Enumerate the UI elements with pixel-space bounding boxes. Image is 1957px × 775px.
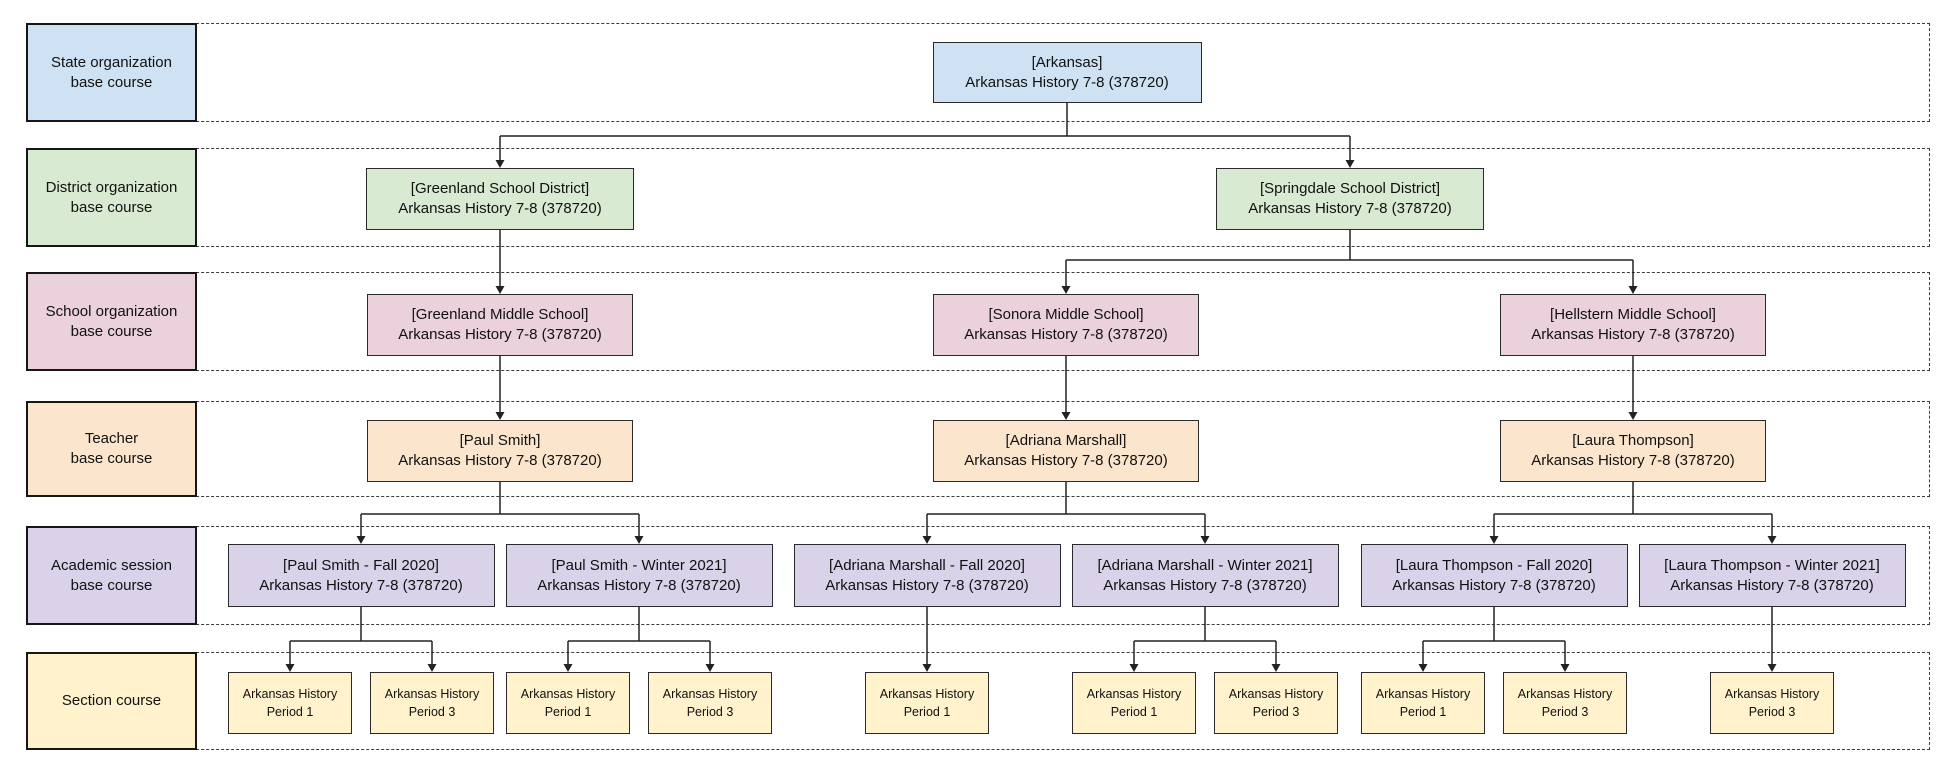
node-ps-winter: [Paul Smith - Winter 2021] Arkansas Histo…	[505, 544, 773, 607]
node-title: [Paul Smith - Winter 2021]	[551, 556, 727, 574]
legend-state: State organization base course	[26, 23, 197, 122]
node-title: [Paul Smith]	[459, 432, 541, 449]
legend-school: School organization base course	[26, 272, 197, 371]
node-subtitle: Arkansas History 7-8 (378720)	[1103, 576, 1307, 594]
node-title: Arkansas History	[879, 687, 975, 701]
node-hellstern-ms: [Hellstern Middle School] Arkansas Histor…	[1500, 294, 1766, 356]
node-subtitle: Arkansas History 7-8 (378720)	[1531, 326, 1735, 343]
node-title: Arkansas History	[1086, 687, 1182, 701]
legend-district: District organization base course	[26, 148, 197, 247]
node-subtitle: Arkansas History 7-8 (378720)	[825, 576, 1029, 594]
node-subtitle: Period 3	[686, 705, 734, 719]
node-subtitle: Period 1	[266, 705, 314, 719]
node-greenland-district: [Greenland School District] Arkansas Hist…	[366, 168, 634, 230]
node-subtitle: Arkansas History 7-8 (378720)	[398, 452, 602, 469]
row-band-district	[26, 148, 1930, 247]
node-adriana-marshall: [Adriana Marshall] Arkansas History 7-8 (…	[933, 420, 1199, 482]
node-paul-smith: [Paul Smith] Arkansas History 7-8 (378720…	[367, 420, 633, 482]
node-title: Arkansas History	[1724, 687, 1820, 701]
node-title: [Laura Thompson - Winter 2021]	[1664, 556, 1880, 574]
node-title: Arkansas History	[242, 687, 338, 701]
node-title: Arkansas History	[384, 687, 480, 701]
node-title: [Laura Thompson - Fall 2020]	[1395, 556, 1593, 574]
node-title: Arkansas History	[520, 687, 616, 701]
node-title: Arkansas History	[1375, 687, 1471, 701]
node-greenland-ms: [Greenland Middle School] Arkansas Histor…	[367, 294, 633, 356]
node-title: Arkansas History	[662, 687, 758, 701]
node-title: [Adriana Marshall - Fall 2020]	[829, 556, 1025, 574]
node-subtitle: Arkansas History 7-8 (378720)	[1248, 200, 1452, 217]
node-subtitle: Arkansas History 7-8 (378720)	[537, 576, 741, 594]
node-subtitle: Arkansas History 7-8 (378720)	[964, 452, 1168, 469]
node-arkansas: [Arkansas] Arkansas History 7-8 (378720)	[932, 42, 1202, 103]
legend-session: Academic session base course	[26, 526, 197, 625]
node-subtitle: Arkansas History 7-8 (378720)	[259, 576, 463, 594]
node-subtitle: Arkansas History 7-8 (378720)	[1531, 452, 1735, 469]
node-am-fall: [Adriana Marshall - Fall 2020] Arkansas H…	[793, 544, 1061, 607]
node-subtitle: Arkansas History 7-8 (378720)	[1392, 576, 1596, 594]
node-lt-fall: [Laura Thompson - Fall 2020] Arkansas His…	[1360, 544, 1628, 607]
node-title: [Sonora Middle School]	[988, 306, 1144, 323]
node-subtitle: Arkansas History 7-8 (378720)	[398, 326, 602, 343]
node-title: [Paul Smith - Fall 2020]	[283, 556, 439, 574]
node-subtitle: Period 1	[1110, 705, 1158, 719]
legend-teacher: Teacher base course	[26, 401, 197, 497]
node-subtitle: Period 1	[903, 705, 951, 719]
node-ps-fall: [Paul Smith - Fall 2020] Arkansas History…	[227, 544, 495, 607]
node-subtitle: Period 1	[544, 705, 592, 719]
node-title: Arkansas History	[1517, 687, 1613, 701]
node-title: Arkansas History	[1228, 687, 1324, 701]
node-title: [Arkansas]	[1031, 53, 1103, 71]
node-springdale-district: [Springdale School District] Arkansas His…	[1216, 168, 1484, 230]
node-title: [Greenland Middle School]	[411, 306, 589, 323]
node-title: [Adriana Marshall]	[1005, 432, 1127, 449]
node-subtitle: Arkansas History 7-8 (378720)	[1670, 576, 1874, 594]
node-subtitle: Period 3	[1252, 705, 1300, 719]
node-sonora-ms: [Sonora Middle School] Arkansas History 7…	[933, 294, 1199, 356]
node-subtitle: Period 3	[1748, 705, 1796, 719]
node-title: [Greenland School District]	[410, 180, 590, 197]
node-lt-winter: [Laura Thompson - Winter 2021] Arkansas H…	[1638, 544, 1906, 607]
node-subtitle: Arkansas History 7-8 (378720)	[398, 200, 602, 217]
node-title: [Hellstern Middle School]	[1550, 306, 1716, 323]
node-laura-thompson: [Laura Thompson] Arkansas History 7-8 (37…	[1500, 420, 1766, 482]
node-am-winter: [Adriana Marshall - Winter 2021] Arkansas…	[1071, 544, 1339, 607]
legend-section: Section course	[26, 652, 197, 750]
node-subtitle: Arkansas History 7-8 (378720)	[964, 326, 1168, 343]
node-subtitle: Period 1	[1399, 705, 1447, 719]
node-title: [Springdale School District]	[1259, 180, 1441, 197]
node-subtitle: Period 3	[408, 705, 456, 719]
node-title: [Adriana Marshall - Winter 2021]	[1097, 556, 1313, 574]
node-subtitle: Period 3	[1541, 705, 1589, 719]
node-title: [Laura Thompson]	[1572, 432, 1694, 449]
node-subtitle: Arkansas History 7-8 (378720)	[965, 73, 1169, 91]
